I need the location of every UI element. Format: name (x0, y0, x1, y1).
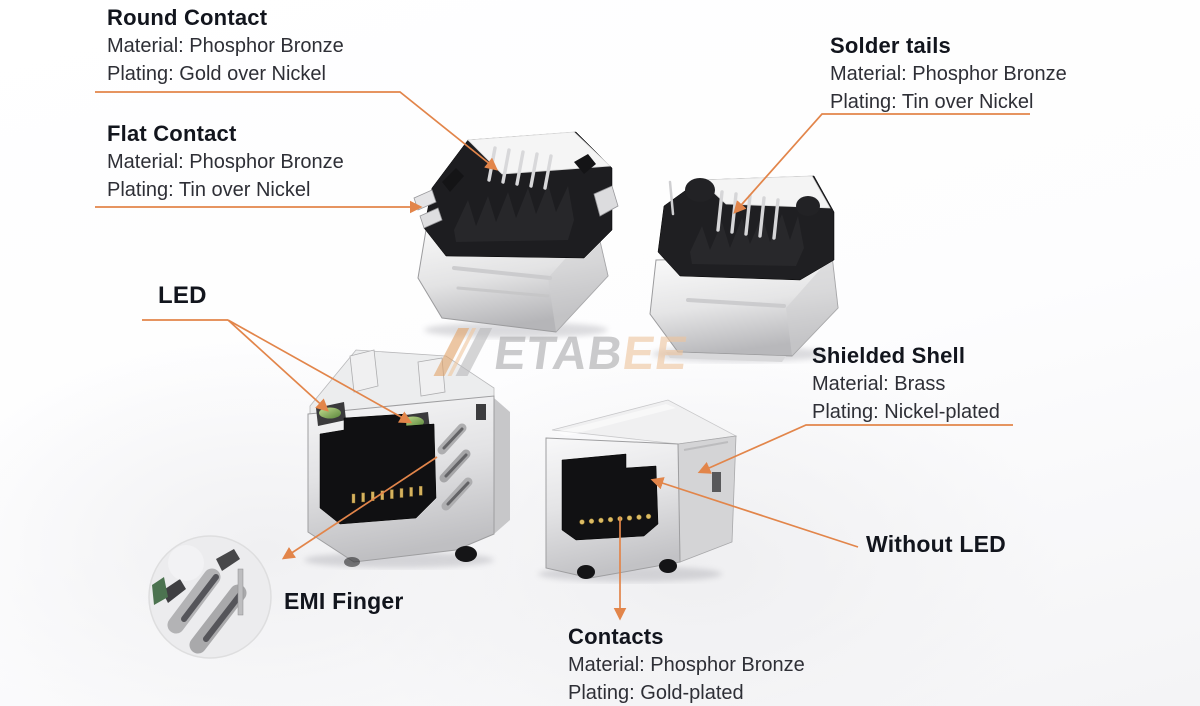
brand-m-icon (433, 328, 493, 376)
callout-material: Material: Phosphor Bronze (107, 35, 344, 57)
connector-front-noled (538, 399, 738, 582)
connector-back-left (413, 131, 619, 338)
callout-material: Material: Phosphor Bronze (568, 654, 805, 676)
callout-title: Contacts (568, 624, 664, 649)
callout-contacts: Contacts Material: Phosphor Bronze Plati… (568, 624, 805, 706)
callout-emi-finger: EMI Finger (284, 588, 404, 615)
callout-title: EMI Finger (284, 588, 404, 614)
callout-plating: Plating: Tin over Nickel (107, 179, 311, 201)
emi-fingers (437, 423, 473, 511)
callout-material: Material: Phosphor Bronze (107, 151, 344, 173)
callout-plating: Plating: Gold over Nickel (107, 63, 326, 85)
callout-flat-contact: Flat Contact Material: Phosphor Bronze P… (107, 121, 344, 203)
callout-title: Shielded Shell (812, 343, 966, 368)
callout-round-contact: Round Contact Material: Phosphor Bronze … (107, 5, 344, 87)
brand-watermark: ETAB EE (433, 326, 692, 379)
brand-text-gray: ETAB (491, 326, 627, 379)
callout-led: LED (158, 282, 207, 310)
callout-title: Solder tails (830, 33, 951, 58)
shielded-shell-side (677, 435, 737, 563)
callout-without-led: Without LED (866, 531, 1006, 558)
latch-tab (349, 349, 379, 393)
callout-plating: Plating: Tin over Nickel (830, 91, 1034, 113)
port-contacts-gold (579, 513, 652, 525)
callout-material: Material: Brass (812, 373, 946, 395)
rj45-port (561, 453, 659, 541)
callout-title: Flat Contact (107, 121, 237, 146)
callout-material: Material: Phosphor Bronze (830, 63, 1067, 85)
callout-title: Round Contact (107, 5, 268, 30)
callout-plating: Plating: Nickel-plated (812, 401, 1000, 423)
callout-solder-tails: Solder tails Material: Phosphor Bronze P… (830, 33, 1067, 115)
callout-title: LED (158, 282, 207, 309)
callout-plating: Plating: Gold-plated (568, 682, 744, 704)
callout-title: Without LED (866, 531, 1006, 557)
emi-finger-inset (148, 535, 272, 659)
brand-text-orange: EE (619, 326, 692, 379)
callout-shielded-shell: Shielded Shell Material: Brass Plating: … (812, 343, 1000, 425)
led-left (319, 407, 341, 419)
